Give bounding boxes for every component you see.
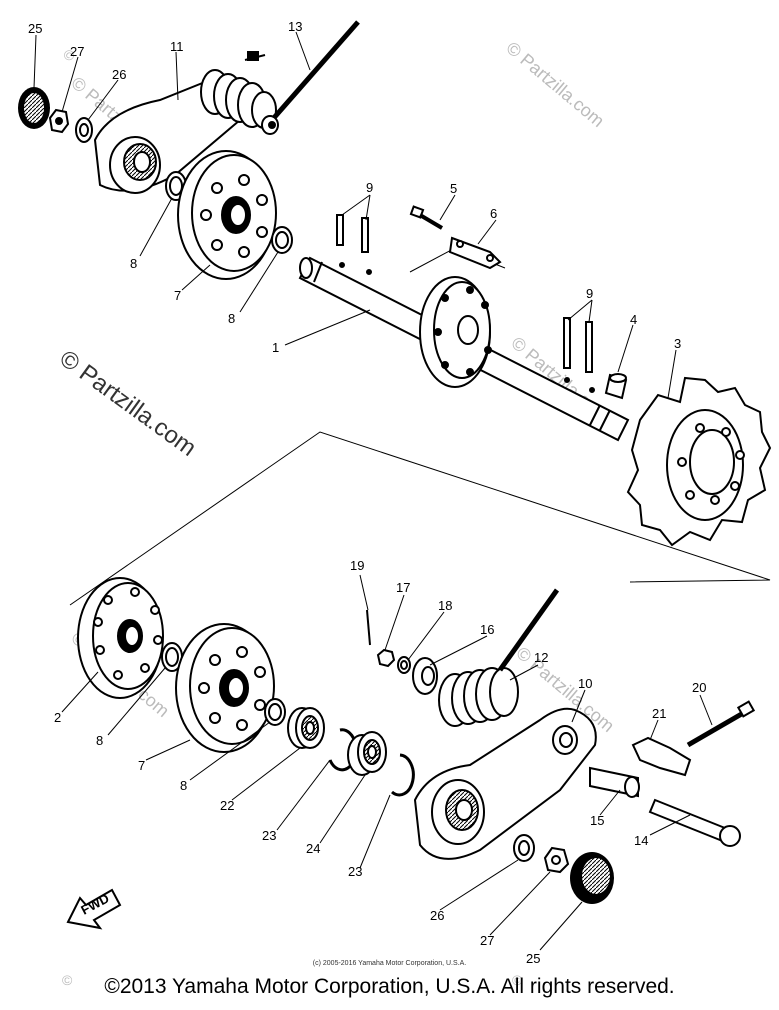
callout-7a: 7: [174, 288, 181, 303]
cotter-pin-19: [366, 609, 371, 646]
nut-17: [376, 648, 396, 668]
callout-25-top: 25: [28, 21, 42, 36]
rod-13: [263, 20, 360, 130]
spring-top: [200, 51, 277, 129]
callout-9b: 9: [586, 286, 593, 301]
callout-24: 24: [306, 841, 320, 856]
washer-26-bottom: [513, 834, 535, 862]
callout-23a: 23: [262, 828, 276, 843]
callout-15: 15: [590, 813, 604, 828]
callout-8a: 8: [130, 256, 137, 271]
callout-27-top: 27: [70, 44, 84, 59]
wheel-bottom: [175, 623, 275, 753]
watermark-symbol: ©: [512, 972, 523, 988]
shaft-hub: [419, 276, 492, 388]
callout-7b: 7: [138, 758, 145, 773]
callout-4: 4: [630, 312, 637, 327]
callout-10: 10: [578, 676, 592, 691]
bracket-6: [448, 236, 502, 270]
rubber-cap-top: [18, 87, 50, 129]
bearing-24: [347, 731, 387, 776]
partzilla-watermark: © Partzilla.com: [54, 345, 201, 462]
callout-18: 18: [438, 598, 452, 613]
rod-13-nut: [261, 115, 279, 135]
callout-6: 6: [490, 206, 497, 221]
bushing-16: [412, 657, 438, 695]
washer-8d: [264, 698, 286, 726]
cam-21: [631, 736, 692, 777]
nut-top: [48, 108, 70, 134]
callout-22: 22: [220, 798, 234, 813]
partzilla-watermark-text: © Partzilla.com: [54, 345, 201, 462]
callout-26-bottom: 26: [430, 908, 444, 923]
callout-9a: 9: [366, 180, 373, 195]
washer-8b: [271, 226, 293, 254]
callout-8c: 8: [96, 733, 103, 748]
callout-5: 5: [450, 181, 457, 196]
roll-pins-top: [336, 214, 372, 275]
callout-numbers: 25 27 26 11 13 8 7 8 1 9 5 6 9 4 3 19 17…: [28, 19, 706, 966]
bolt-20: [686, 700, 756, 748]
bearing-22: [287, 707, 325, 749]
rubber-cap-bottom: [570, 852, 614, 904]
collar-15: [589, 766, 640, 798]
sprocket-3: [626, 376, 772, 547]
callout-2: 2: [54, 710, 61, 725]
copyright-footer: ©2013 Yamaha Motor Corporation, U.S.A. A…: [104, 975, 675, 998]
wheel-top: [177, 150, 277, 280]
watermark-symbol: ©: [62, 972, 73, 988]
leader-lines: [33, 31, 713, 951]
callout-16: 16: [480, 622, 494, 637]
callout-8b: 8: [228, 311, 235, 326]
callout-11: 11: [170, 39, 184, 54]
callout-23b: 23: [348, 864, 362, 879]
small-copyright: (c) 2005-2016 Yamaha Motor Corporation, …: [312, 960, 467, 967]
watermark-text: © Partzilla.com: [502, 38, 608, 131]
spring-bottom: [438, 667, 519, 727]
rod-bottom: [497, 588, 560, 672]
arm-bottom: [413, 707, 597, 860]
callout-26-top: 26: [112, 67, 126, 82]
bolt-5: [409, 205, 444, 230]
callout-19: 19: [350, 558, 364, 573]
callout-12: 12: [534, 650, 548, 665]
callout-3: 3: [674, 336, 681, 351]
washer-top: [75, 117, 93, 143]
callout-13: 13: [288, 19, 302, 34]
callout-17: 17: [396, 580, 410, 595]
roll-pins-right: [563, 317, 595, 393]
nut-27-bottom: [543, 846, 570, 874]
hub-bottom: [77, 577, 164, 699]
callout-20: 20: [692, 680, 706, 695]
collar-4: [604, 373, 628, 400]
callout-8d: 8: [180, 778, 187, 793]
bolt-14: [648, 798, 741, 847]
callout-14: 14: [634, 833, 648, 848]
washer-18: [397, 656, 411, 674]
callout-1: 1: [272, 340, 279, 355]
circlip-23b: [391, 753, 415, 797]
callout-21: 21: [652, 706, 666, 721]
callout-27-bottom: 27: [480, 933, 494, 948]
arm-top: [93, 80, 242, 194]
fwd-arrow-icon: FWD: [66, 888, 122, 930]
washer-8c: [161, 642, 183, 672]
callout-25-bottom: 25: [526, 951, 540, 966]
